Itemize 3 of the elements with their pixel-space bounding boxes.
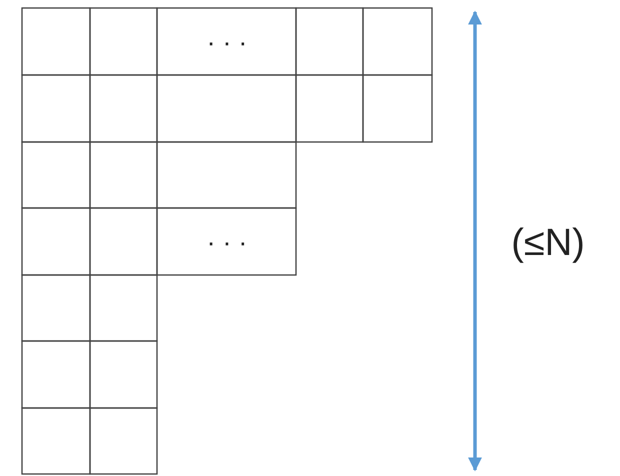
ellipsis: · · · xyxy=(206,229,248,255)
dimension-label: (≤N) xyxy=(511,224,585,262)
ellipsis: · · · xyxy=(206,29,248,55)
